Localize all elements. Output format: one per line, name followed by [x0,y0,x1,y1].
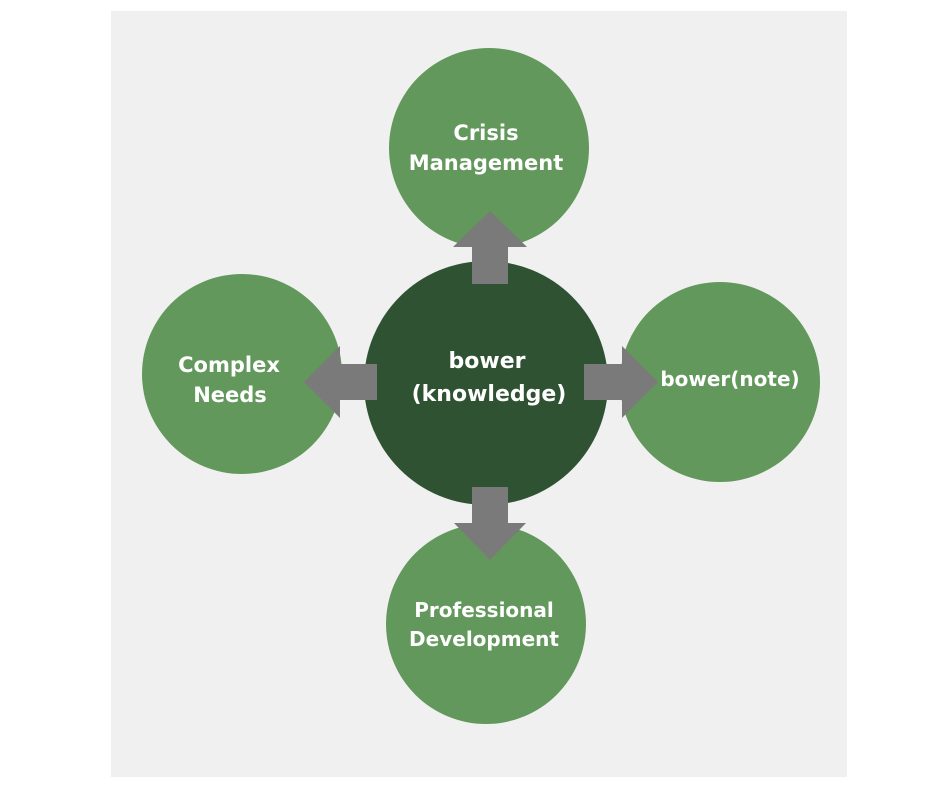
node-bower-note: bower(note) [620,282,820,482]
node-center-label-line2: (knowledge) [412,382,567,407]
node-center-label-line1: bower [449,349,526,374]
node-complex-needs-label-line1: Complex [178,353,280,377]
arrow-right [584,346,658,418]
node-bower-note-label: bower(note) [660,367,799,391]
arrow-up [453,211,527,284]
node-complex-needs-label-line2: Needs [193,383,267,407]
node-center-circle [364,261,608,505]
node-crisis-management-label-line2: Management [409,151,564,175]
node-crisis-management-circle [389,48,589,248]
node-complex-needs: Complex Needs [142,274,342,474]
node-crisis-management: Crisis Management [389,48,589,248]
node-center: bower (knowledge) [364,261,608,505]
node-professional-development: Professional Development [386,524,586,724]
arrow-down [454,487,526,560]
node-crisis-management-label-line1: Crisis [453,121,518,145]
node-professional-development-label-line2: Development [409,627,559,651]
node-bower-note-circle [620,282,820,482]
node-professional-development-label-line1: Professional [414,598,554,622]
arrow-left [304,346,377,418]
node-complex-needs-circle [142,274,342,474]
node-professional-development-circle [386,524,586,724]
